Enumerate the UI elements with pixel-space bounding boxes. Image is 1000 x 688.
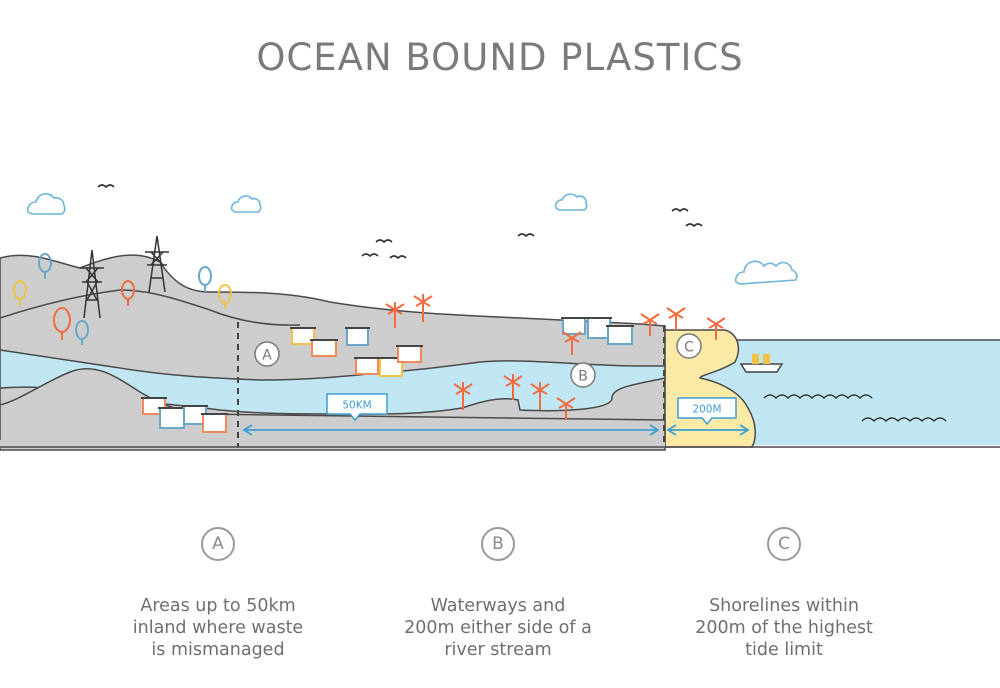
bird-icon: [671, 208, 689, 213]
house-icon: [345, 327, 370, 346]
house-icon: [290, 327, 316, 345]
distance-50km-text: 50KM: [342, 400, 371, 412]
measure-50km-arrow: [242, 424, 660, 436]
palm-tree-icon: [530, 382, 550, 410]
ground-strip: [0, 440, 665, 448]
house-icon: [158, 407, 186, 429]
house-icon: [561, 317, 587, 335]
legend-marker-c: C: [767, 527, 801, 561]
bird-icon: [517, 233, 535, 238]
cloud-icon: [230, 195, 262, 213]
legend-item-a: A Areas up to 50km inland where waste is…: [88, 527, 348, 661]
power-pylon-icon: [145, 235, 169, 293]
boat-icon: [739, 354, 784, 373]
wave-line: [861, 417, 947, 423]
bird-icon: [97, 184, 115, 189]
palm-tree-icon: [706, 317, 726, 340]
house-icon: [201, 413, 228, 433]
cloud-icon: [26, 193, 66, 215]
mid-ridge: [0, 289, 301, 326]
tree-icon: [121, 280, 135, 306]
legend-description-a: Areas up to 50km inland where waste is m…: [132, 596, 304, 660]
zone-marker-c: C: [676, 333, 702, 359]
tree-icon: [38, 253, 52, 279]
zone-marker-b-text: B: [578, 369, 588, 385]
house-icon: [354, 357, 380, 375]
tree-icon: [13, 280, 27, 306]
zone-marker-a: A: [254, 341, 280, 367]
palm-tree-icon: [666, 307, 686, 330]
house-icon: [310, 339, 338, 357]
palm-tree-icon: [385, 302, 405, 328]
zone-marker-b: B: [570, 362, 596, 388]
legend-marker-b: B: [481, 527, 515, 561]
legend-item-c: C Shorelines within 200m of the highest …: [654, 527, 914, 661]
house-icon: [396, 345, 423, 363]
palm-tree-icon: [562, 331, 582, 355]
palm-tree-icon: [453, 382, 473, 410]
legend-description-b: Waterways and 200m either side of a rive…: [404, 596, 592, 660]
bird-icon: [389, 255, 407, 260]
palm-tree-icon: [640, 313, 660, 336]
zone-marker-a-text: A: [262, 348, 272, 364]
cloud-icon: [734, 260, 798, 285]
zone-marker-c-text: C: [684, 340, 694, 356]
palm-tree-icon: [413, 294, 433, 322]
legend-description-c: Shorelines within 200m of the highest ti…: [695, 596, 873, 660]
bird-icon: [685, 223, 703, 228]
tree-icon: [75, 320, 89, 345]
measure-200m-arrow: [666, 424, 750, 436]
house-icon: [606, 325, 634, 345]
cloud-icon: [554, 193, 588, 211]
wave-line: [763, 394, 873, 400]
house-icon: [182, 405, 208, 425]
distance-200m-text: 200M: [692, 404, 721, 416]
power-pylon-icon: [80, 249, 104, 319]
bird-icon: [375, 239, 393, 244]
tree-icon: [198, 266, 212, 292]
palm-tree-icon: [556, 397, 576, 420]
bird-icon: [361, 253, 379, 258]
page-title: OCEAN BOUND PLASTICS: [256, 36, 744, 79]
tree-icon: [53, 307, 71, 340]
legend-marker-a: A: [201, 527, 235, 561]
tree-icon: [218, 284, 232, 309]
palm-tree-icon: [503, 374, 523, 400]
legend-item-b: B Waterways and 200m either side of a ri…: [368, 527, 628, 661]
distance-label-200m: 200M: [677, 397, 737, 426]
distance-label-50km: 50KM: [326, 393, 388, 422]
